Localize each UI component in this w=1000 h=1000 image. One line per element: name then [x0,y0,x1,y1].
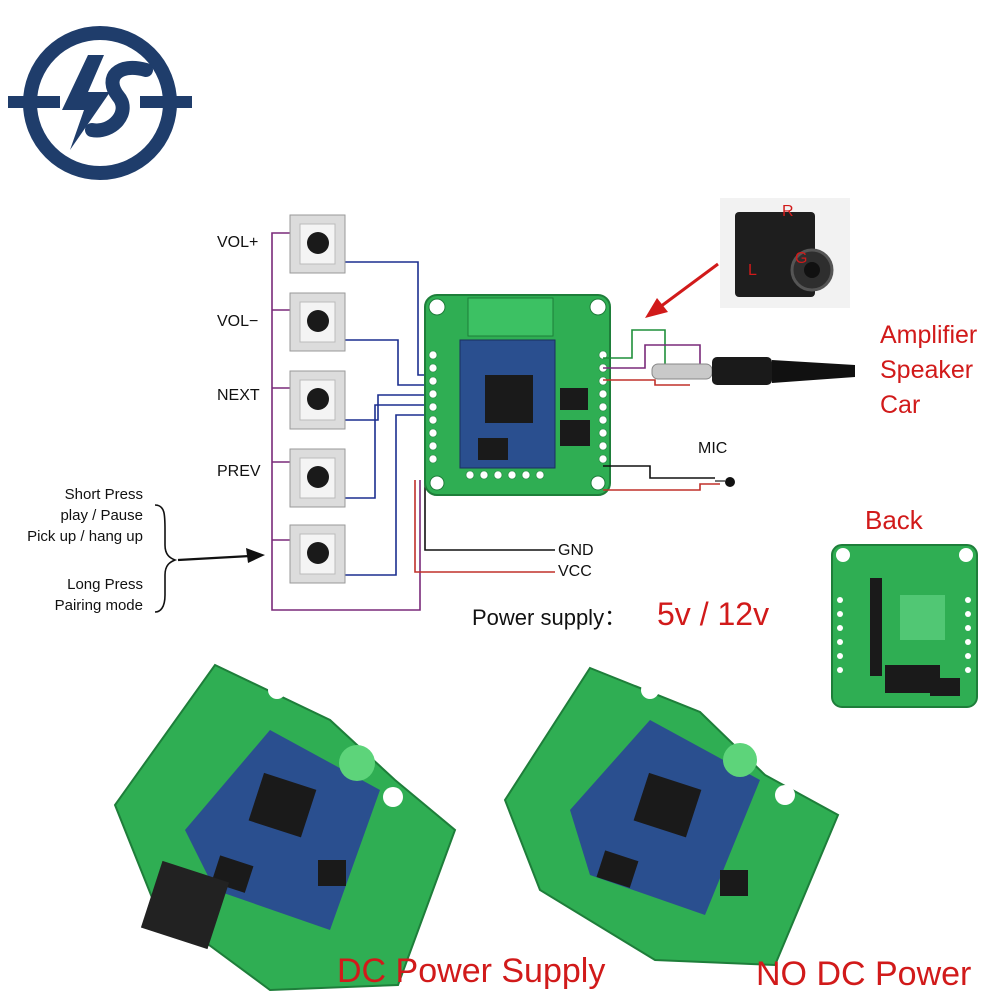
power-wires [414,480,555,573]
note-short-press: Short Press [64,486,143,503]
brand-logo [8,26,192,180]
audio-output-wires [603,329,720,491]
note-long-press: Long Press [67,576,143,593]
tactile-switch-vol-up [289,214,346,274]
jack-pin-g: G [795,250,808,267]
back-pcb [831,544,978,708]
tactile-switch-multifunction [289,524,346,584]
output-label-speaker: Speaker [880,356,974,384]
button-label-next: NEXT [217,387,260,404]
button-label-vol-down: VOL− [217,313,259,330]
tactile-switch-next [289,370,346,430]
tactile-switch-vol-down [289,292,346,352]
power-supply-value: 5v / 12v [657,596,770,632]
gnd-label: GND [558,542,594,559]
caption-no-dc-power: NO DC Power [756,955,972,993]
tactile-switch-prev [289,448,346,508]
board-photo-no-dc [503,666,840,967]
audio-plug [651,357,855,385]
jack-pin-r: R [782,203,794,220]
note-brace [154,504,178,613]
jack-arrow [645,262,719,318]
button-label-prev: PREV [217,463,261,480]
mic-label: MIC [698,440,728,457]
vcc-label: VCC [558,563,592,580]
jack-pin-l: L [748,262,757,279]
jack-socket [720,198,850,308]
note-play-pause: play / Pause [60,507,143,524]
purple-wire-bus [271,232,421,611]
output-label-amplifier: Amplifier [880,321,978,349]
output-label-car: Car [880,391,921,419]
pointer-arrow [177,548,265,563]
back-label: Back [865,505,923,535]
main-pcb [424,294,611,496]
note-pairing-mode: Pairing mode [54,597,143,614]
note-pickup-hangup: Pick up / hang up [27,528,143,545]
board-photo-dc [113,663,457,992]
blue-wires [345,261,432,576]
button-label-vol-up: VOL+ [217,234,259,251]
power-supply-label: Power supply： [472,605,627,630]
microphone [715,477,735,487]
caption-dc-power-supply: DC Power Supply [337,952,606,990]
